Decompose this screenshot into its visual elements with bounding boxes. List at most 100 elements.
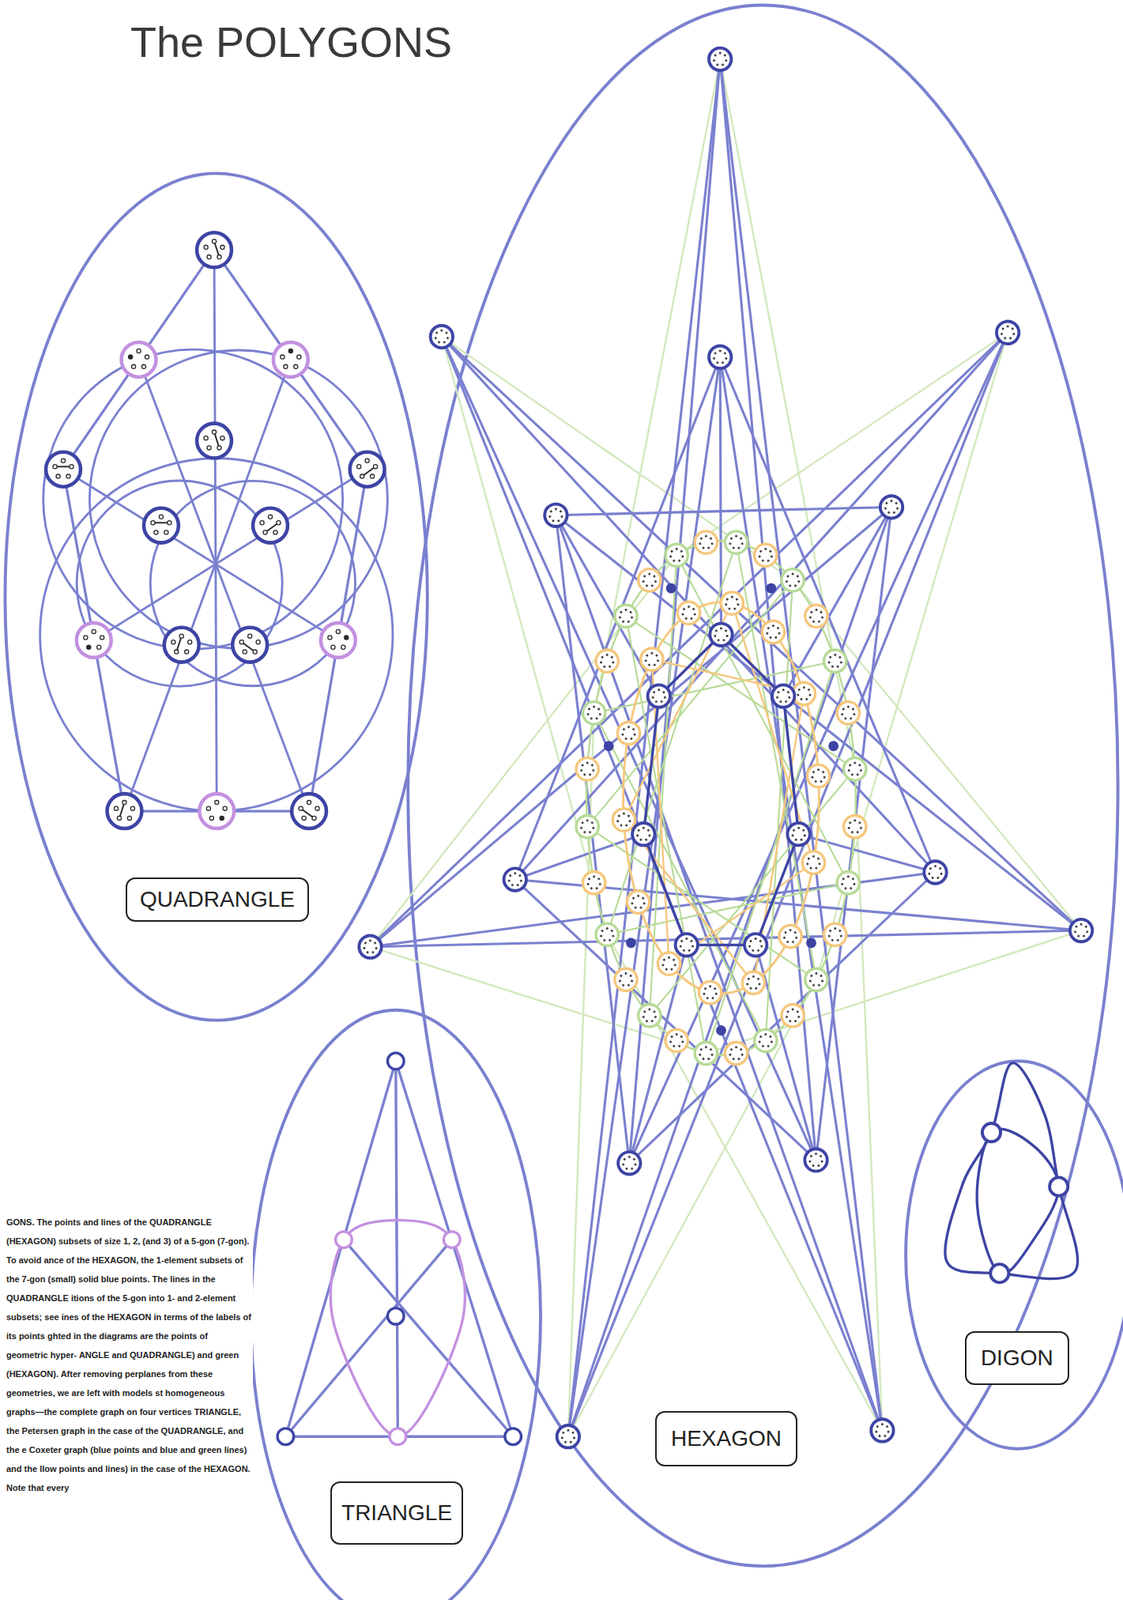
element-dot xyxy=(612,661,615,664)
yellow-point-ring xyxy=(836,701,860,724)
element-dot xyxy=(704,1046,707,1048)
element-dot xyxy=(670,550,673,552)
polygon-label-box: QUADRANGLE xyxy=(125,877,310,922)
hexagon-light-green-line xyxy=(370,946,707,1054)
hexagon-green-chord xyxy=(649,768,856,1016)
hexagon-light-green-line xyxy=(855,768,883,1431)
enclosure-circle xyxy=(250,1009,541,1600)
hexagon-light-green-line xyxy=(816,332,1008,980)
element-dot xyxy=(702,1057,705,1059)
element-dot xyxy=(817,768,819,771)
element-dot xyxy=(211,429,216,434)
element-dot xyxy=(682,949,685,951)
yellow-point-ring xyxy=(614,968,637,991)
element-dot xyxy=(820,974,822,977)
element-dot xyxy=(341,644,346,649)
element-dot xyxy=(622,727,625,730)
hexagon-yellow-chord xyxy=(623,819,754,983)
polygon-label-box: TRIANGLE xyxy=(330,1481,464,1545)
element-dot xyxy=(663,958,665,961)
hexagon-yellow-chord xyxy=(731,602,814,863)
element-dot xyxy=(776,626,779,629)
element-dot xyxy=(632,727,634,730)
quadrangle-point xyxy=(196,232,232,268)
element-dot xyxy=(550,510,552,513)
element-dot xyxy=(836,665,839,668)
element-dot xyxy=(52,464,57,469)
element-dot xyxy=(206,806,211,811)
green-point xyxy=(754,1028,777,1052)
element-dot xyxy=(844,887,847,890)
element-dot xyxy=(758,983,761,985)
element-dot xyxy=(719,627,722,630)
solid-blue-point xyxy=(716,1025,727,1036)
element-dot xyxy=(637,829,640,831)
hyperplane-point xyxy=(320,622,356,658)
element-dot xyxy=(1000,332,1003,335)
element-dot xyxy=(688,949,690,951)
element-dot xyxy=(646,654,649,656)
element-dot xyxy=(749,939,752,942)
element-dot xyxy=(723,639,725,641)
element-dot xyxy=(821,616,823,619)
element-dot xyxy=(630,979,633,982)
element-dot xyxy=(730,537,732,539)
element-dot xyxy=(598,878,600,880)
element-dot xyxy=(849,764,852,766)
element-dot xyxy=(365,458,370,463)
element-dot xyxy=(807,688,810,690)
element-dot xyxy=(809,1160,811,1162)
yellow-point-ring xyxy=(761,620,784,643)
yellow-point xyxy=(677,601,700,624)
element-dot xyxy=(929,866,931,869)
element-dot xyxy=(203,436,208,441)
element-dot xyxy=(767,626,769,629)
polygon-label-box: HEXAGON xyxy=(655,1410,798,1466)
element-dot xyxy=(840,661,842,664)
element-dot xyxy=(644,659,647,662)
hexagon-yellow-chord xyxy=(623,602,732,820)
element-dot xyxy=(849,821,852,824)
hexagon-yellow-chord xyxy=(669,862,814,964)
element-dot xyxy=(853,712,856,715)
element-dot xyxy=(859,826,862,829)
coxeter-point-ring xyxy=(632,822,655,845)
element-dot xyxy=(752,949,754,951)
element-dot xyxy=(802,685,805,688)
element-dot xyxy=(731,595,733,598)
quadrangle-point-ring xyxy=(350,452,385,487)
element-dot xyxy=(634,1163,637,1165)
element-dot xyxy=(610,929,613,931)
hexagon-green-ring xyxy=(586,540,856,1055)
element-dot xyxy=(687,605,690,607)
element-dot xyxy=(723,54,726,57)
coxeter-point xyxy=(744,933,767,956)
element-dot xyxy=(207,445,212,450)
triangle-point-group xyxy=(277,1052,521,1445)
element-dot xyxy=(859,768,862,771)
element-dot xyxy=(772,624,774,626)
quadrangle-point-group xyxy=(45,232,385,829)
element-dot xyxy=(357,464,362,469)
element-dot xyxy=(738,546,740,549)
green-point-group xyxy=(576,531,867,1065)
element-dot xyxy=(220,244,225,249)
hexagon-light-green-line xyxy=(606,934,882,1430)
element-dot xyxy=(625,1167,628,1169)
quadrangle-point-ring xyxy=(196,232,232,268)
element-dot xyxy=(220,436,225,441)
hexagon-green-chord xyxy=(625,615,706,1053)
triangle-purple-group xyxy=(335,1231,460,1445)
yellow-point-ring xyxy=(720,591,743,615)
element-dot xyxy=(372,951,374,954)
element-dot xyxy=(757,977,759,980)
hyperplane-point-ring xyxy=(320,622,356,658)
coxeter-point xyxy=(504,867,527,890)
element-dot xyxy=(549,515,551,517)
element-dot xyxy=(812,771,814,773)
coxeter-point-ring xyxy=(544,504,567,527)
element-dot xyxy=(627,725,630,728)
yellow-point-group xyxy=(576,531,867,1065)
digon-point xyxy=(1049,1176,1068,1195)
hexagon-blue-line xyxy=(719,357,882,1431)
